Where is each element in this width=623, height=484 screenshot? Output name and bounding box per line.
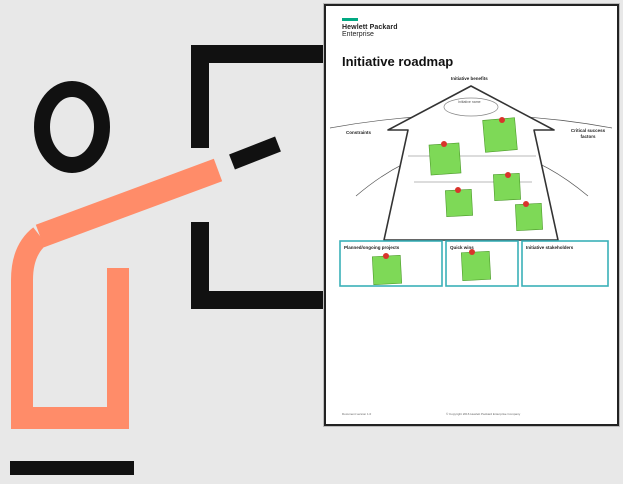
board-frame-lower bbox=[191, 222, 330, 309]
roadmap-diagram bbox=[329, 85, 613, 287]
sticky-note bbox=[428, 141, 462, 176]
logo-text-line1: Hewlett Packard bbox=[342, 24, 398, 31]
footer-copyright: © Copyright 2016 Hewlett Packard Enterpr… bbox=[446, 412, 521, 416]
presenter-arm bbox=[35, 158, 223, 248]
initiative-name-label: Initiative name bbox=[458, 100, 481, 104]
board-frame bbox=[191, 45, 330, 148]
logo-text-line2: Enterprise bbox=[342, 31, 374, 38]
presenter-head bbox=[34, 81, 110, 173]
stakeholders-label: Initiative stakeholders bbox=[526, 245, 574, 250]
critical-success-label: Critical success factors bbox=[570, 128, 606, 139]
initiative-benefits-label: Initiative benefits bbox=[451, 76, 488, 81]
sticky-note bbox=[371, 253, 403, 286]
presenter-body bbox=[11, 227, 129, 429]
quick-wins-label: Quick wins bbox=[450, 245, 474, 250]
sticky-note bbox=[482, 117, 518, 153]
roadmap-document[interactable]: Hewlett Packard Enterprise Initiative ro… bbox=[324, 4, 619, 426]
initiative-name-oval bbox=[443, 97, 499, 117]
planned-projects-label: Planned/ongoing projects bbox=[344, 245, 400, 250]
sticky-note bbox=[460, 249, 492, 282]
sticky-note bbox=[515, 201, 543, 231]
box-stakeholders bbox=[521, 240, 609, 287]
sticky-note bbox=[493, 172, 521, 201]
sticky-note bbox=[445, 187, 473, 217]
footer-version: Document version 1.0 bbox=[342, 412, 372, 416]
constraints-label: Constraints bbox=[346, 130, 372, 135]
hpe-logo-bar bbox=[342, 18, 358, 21]
document-title: Initiative roadmap bbox=[342, 54, 454, 69]
pointer-tip bbox=[229, 136, 281, 170]
